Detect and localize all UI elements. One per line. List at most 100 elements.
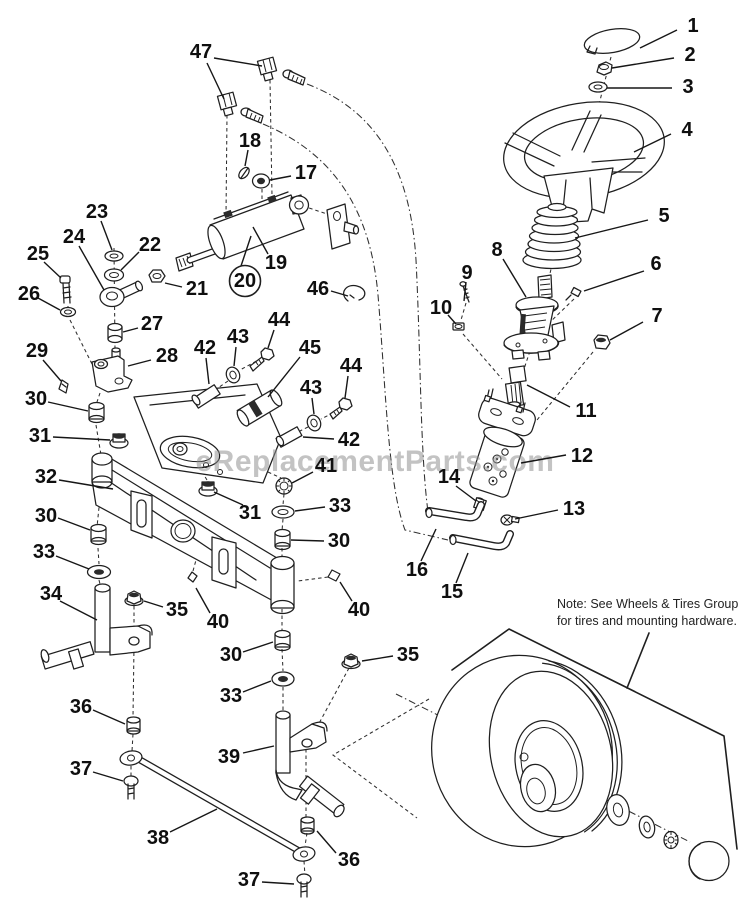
callout-33: 33 bbox=[220, 685, 242, 707]
front-wheel bbox=[431, 654, 623, 848]
tie-rod bbox=[119, 750, 316, 862]
callout-16: 16 bbox=[406, 559, 428, 581]
callout-layer: 1234567891011121314151617181920212223242… bbox=[18, 15, 699, 891]
callout-45: 45 bbox=[299, 337, 321, 359]
flanged-nut-31b bbox=[198, 481, 218, 497]
callout-8: 8 bbox=[491, 239, 502, 261]
callout-leader-22 bbox=[120, 251, 140, 271]
callout-leader-4 bbox=[633, 133, 672, 153]
cylinder-washer bbox=[251, 173, 271, 189]
callout-40: 40 bbox=[348, 599, 370, 621]
callout-leader-9 bbox=[463, 281, 467, 302]
callout-35: 35 bbox=[397, 644, 419, 666]
callout-leader-46 bbox=[330, 290, 349, 297]
callout-leader-28 bbox=[127, 359, 152, 367]
callout-leader-41 bbox=[291, 471, 314, 484]
callout-leader-12 bbox=[520, 454, 567, 464]
callout-leader-31 bbox=[52, 436, 111, 441]
callout-40: 40 bbox=[207, 611, 229, 633]
callout-12: 12 bbox=[571, 445, 593, 467]
callout-33: 33 bbox=[33, 541, 55, 563]
callout-leader-47 bbox=[213, 57, 263, 67]
shaft-bolt bbox=[565, 286, 582, 301]
shaft-nut bbox=[593, 334, 611, 350]
callout-7: 7 bbox=[651, 305, 662, 327]
callout-leader-44 bbox=[267, 329, 275, 349]
steering-support-bracket bbox=[91, 347, 133, 393]
hub-hardware bbox=[606, 794, 730, 882]
callout-leader-19 bbox=[252, 226, 269, 255]
callout-leader-39 bbox=[242, 745, 275, 754]
callout-46: 46 bbox=[307, 278, 329, 300]
callout-leader-40 bbox=[339, 581, 353, 602]
callout-44: 44 bbox=[340, 355, 363, 377]
callout-leader-17 bbox=[269, 175, 292, 181]
shaft-small-nut bbox=[452, 322, 465, 331]
callout-leader-31 bbox=[213, 491, 244, 506]
callout-leader-25 bbox=[43, 261, 62, 279]
cotter-pin bbox=[238, 166, 250, 180]
callout-17: 17 bbox=[295, 162, 317, 184]
note-line-2: for tires and mounting hardware. bbox=[557, 614, 737, 628]
callout-22: 22 bbox=[139, 234, 161, 256]
steering-coupler bbox=[504, 365, 527, 409]
lock-washer bbox=[275, 477, 293, 495]
callout-leader-8 bbox=[502, 258, 527, 298]
callout-leader-42 bbox=[302, 436, 335, 440]
callout-leader-37 bbox=[92, 771, 124, 782]
callout-leader-33 bbox=[55, 555, 90, 570]
woodruff-key bbox=[58, 379, 69, 394]
callout-leader-6 bbox=[583, 270, 645, 292]
callout-1: 1 bbox=[687, 15, 698, 37]
callout-leader-44 bbox=[344, 375, 349, 399]
callout-leader-47 bbox=[206, 62, 225, 100]
callout-29: 29 bbox=[26, 340, 48, 362]
callout-2: 2 bbox=[684, 44, 695, 66]
callout-leader-1 bbox=[639, 29, 678, 49]
steering-wheel-nut bbox=[596, 61, 613, 76]
steering-wheel-washer bbox=[588, 81, 608, 93]
callout-11: 11 bbox=[575, 400, 596, 422]
callout-24: 24 bbox=[63, 226, 86, 248]
axle-beam bbox=[91, 452, 295, 615]
callout-leader-33 bbox=[294, 506, 326, 512]
callout-leader-27 bbox=[122, 327, 139, 333]
callout-6: 6 bbox=[650, 253, 661, 275]
spindle-left bbox=[40, 583, 153, 670]
callout-4: 4 bbox=[681, 119, 693, 141]
callout-27: 27 bbox=[141, 313, 163, 335]
flanged-nut-31a bbox=[109, 433, 129, 449]
hydraulic-cylinder bbox=[175, 191, 310, 272]
callout-leader-10 bbox=[447, 314, 457, 325]
callout-leader-30 bbox=[290, 539, 325, 542]
steering-bellows bbox=[522, 202, 582, 270]
callout-5: 5 bbox=[658, 205, 669, 227]
callout-20: 20 bbox=[234, 270, 256, 292]
callout-42: 42 bbox=[338, 429, 360, 451]
callout-leader-40 bbox=[195, 587, 211, 614]
callout-leader-15 bbox=[455, 552, 469, 584]
callout-28: 28 bbox=[156, 345, 178, 367]
callout-10: 10 bbox=[430, 297, 452, 319]
callout-43: 43 bbox=[227, 326, 249, 348]
callout-18: 18 bbox=[239, 130, 261, 152]
watermark: eReplacementParts.com bbox=[196, 445, 555, 478]
steering-valve bbox=[469, 388, 536, 498]
hydraulic-line-lower bbox=[449, 530, 514, 551]
spindle-right bbox=[275, 710, 345, 818]
callout-39: 39 bbox=[218, 746, 240, 768]
pivot-hardware bbox=[191, 347, 353, 448]
steering-shaft-assembly bbox=[503, 274, 566, 361]
callout-19: 19 bbox=[265, 252, 287, 274]
grease-fittings bbox=[216, 56, 306, 124]
callout-leader-38 bbox=[169, 808, 218, 833]
callout-30: 30 bbox=[220, 644, 242, 666]
callout-leader-7 bbox=[609, 321, 644, 341]
callout-36: 36 bbox=[338, 849, 360, 871]
callout-25: 25 bbox=[27, 243, 49, 265]
callout-leader-30 bbox=[242, 641, 274, 653]
callout-30: 30 bbox=[35, 505, 57, 527]
bushings-washers bbox=[86, 401, 361, 687]
